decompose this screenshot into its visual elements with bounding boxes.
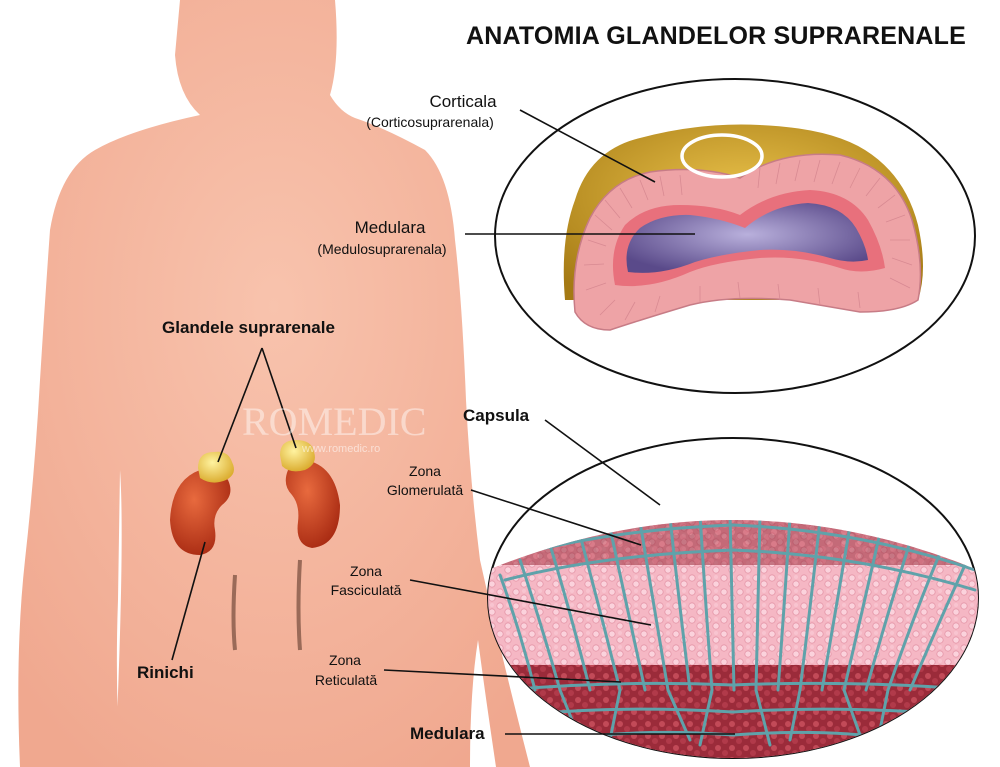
adrenal-gland-left — [198, 451, 234, 483]
watermark-url: www.romedic.ro — [301, 443, 380, 455]
kidney-left — [170, 469, 237, 651]
detail-highlight-circle — [680, 133, 764, 179]
label-zona-glomerulata-1: Zona — [409, 463, 441, 479]
watermark-text: ROMEDIC — [242, 399, 426, 444]
kidney-right — [285, 459, 340, 651]
label-medulara-top-sub: (Medulosuprarenala) — [317, 241, 447, 257]
label-zona-fasciculata-2: Fasciculată — [330, 582, 402, 598]
label-zona-reticulata-2: Reticulată — [314, 672, 378, 688]
page-title: ANATOMIA GLANDELOR SUPRARENALE — [466, 22, 966, 50]
medulla-layer — [612, 190, 885, 287]
label-medulara-top: Medulara — [354, 218, 426, 237]
label-medulara-bottom: Medulara — [410, 724, 485, 743]
label-zona-glomerulata-2: Glomerulată — [386, 482, 464, 498]
label-glandele-suprarenale: Glandele suprarenale — [162, 318, 335, 337]
label-zona-reticulata-1: Zona — [329, 652, 361, 668]
adrenal-gland-right — [280, 440, 315, 472]
label-corticala-sub: (Corticosuprarenala) — [366, 114, 494, 130]
leader-lines — [171, 109, 735, 735]
label-corticala: Corticala — [429, 92, 497, 111]
label-zona-fasciculata-1: Zona — [350, 563, 382, 579]
label-capsula: Capsula — [463, 406, 530, 425]
label-rinichi: Rinichi — [137, 663, 194, 682]
